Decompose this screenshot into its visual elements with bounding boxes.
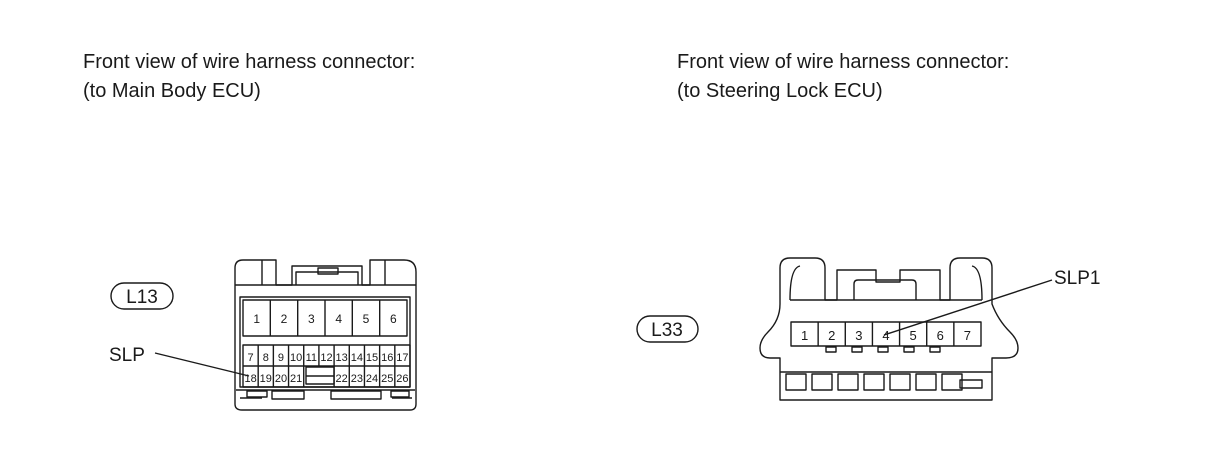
- l33-id-badge: [636, 315, 699, 343]
- l33-pin-number: 4: [882, 328, 889, 343]
- l33-pin-numbers: 1 2 3 4 5 6 7: [801, 328, 971, 343]
- l13-pin-number: 20: [275, 373, 287, 385]
- l13-pin-number: 15: [366, 352, 378, 364]
- l33-pin-dividers: [817, 322, 955, 346]
- l33-pin-number: 7: [964, 328, 971, 343]
- l13-pin-number: 6: [390, 312, 397, 326]
- l13-connector-housing: [234, 259, 417, 411]
- l33-pin-number: 6: [937, 328, 944, 343]
- left-caption: Front view of wire harness connector: (t…: [83, 48, 415, 106]
- l13-pin-number: 8: [263, 352, 269, 364]
- l13-pin-number: 14: [351, 352, 363, 364]
- l13-pin-number: 13: [336, 352, 348, 364]
- l13-pin-number: 23: [351, 373, 363, 385]
- l13-pin-number: 24: [366, 373, 378, 385]
- l13-pin-number: 3: [308, 312, 315, 326]
- l13-id-badge: [110, 282, 174, 310]
- left-title-line2: (to Main Body ECU): [83, 80, 261, 102]
- l13-pin-number: 2: [281, 312, 288, 326]
- l33-connector-housing: [759, 257, 1019, 401]
- l13-pin-number: 10: [290, 352, 302, 364]
- l13-pin-number: 9: [278, 352, 284, 364]
- l33-pin-number: 3: [855, 328, 862, 343]
- l13-pin-number: 25: [381, 373, 393, 385]
- right-caption: Front view of wire harness connector: (t…: [677, 48, 1009, 106]
- l13-pin-number: 11: [306, 352, 317, 364]
- l13-id-label: L13: [126, 287, 158, 308]
- l33-id-label: L33: [651, 320, 683, 341]
- l33-pin-number: 1: [801, 328, 808, 343]
- l13-pin-number: 5: [363, 312, 370, 326]
- l13-pin-number: 19: [260, 373, 272, 385]
- l13-pin-number: 22: [336, 373, 348, 385]
- slp1-label: SLP1: [1054, 268, 1100, 289]
- l13-pin-number: 16: [381, 352, 393, 364]
- l33-pin-number: 2: [828, 328, 835, 343]
- l13-top-pin-numbers: 1 2 3 4 5 6: [253, 312, 397, 326]
- slp-leader-line: [154, 352, 250, 377]
- l13-pin-number: 12: [320, 352, 332, 364]
- l33-pin-number: 5: [910, 328, 917, 343]
- l13-pin-number: 1: [253, 312, 260, 326]
- l13-pin-number: 26: [396, 373, 408, 385]
- slp-label: SLP: [109, 345, 145, 366]
- left-title-line1: Front view of wire harness connector:: [83, 51, 416, 73]
- l13-mid-row-dividers: [257, 345, 396, 366]
- right-title-line2: (to Steering Lock ECU): [677, 80, 883, 102]
- l13-pin-number: 7: [248, 352, 254, 364]
- l13-pin-number: 4: [335, 312, 342, 326]
- l13-pin-number: 17: [396, 352, 408, 364]
- l13-bottom-row-dividers: [257, 366, 396, 387]
- slp1-leader-line: [883, 279, 1053, 336]
- right-title-line1: Front view of wire harness connector:: [677, 51, 1010, 73]
- l13-pin-number: 18: [244, 373, 256, 385]
- l13-pin-number: 21: [290, 373, 302, 385]
